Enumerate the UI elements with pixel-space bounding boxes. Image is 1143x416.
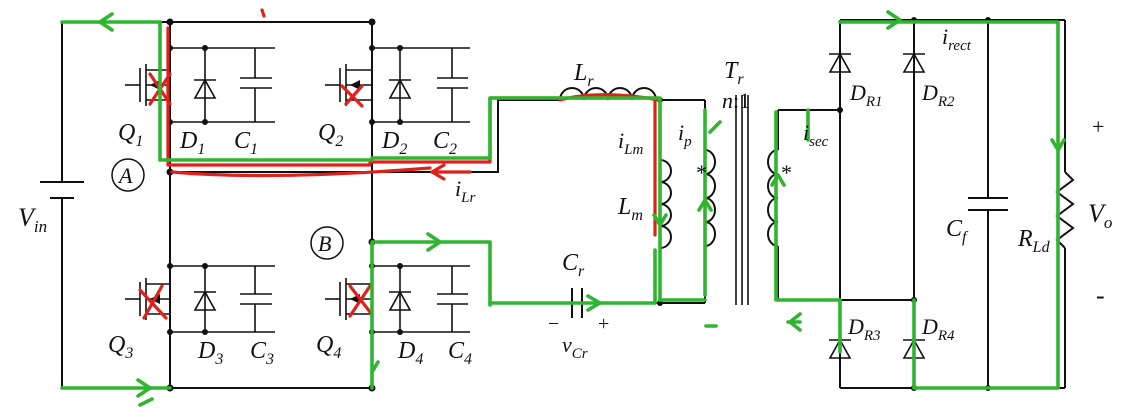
turns-ratio-label: n:1 — [722, 88, 750, 113]
secondary-winding — [767, 149, 779, 247]
red-cross-q4 — [348, 284, 372, 318]
c2-label: C2 — [433, 128, 457, 158]
q4-label: Q4 — [316, 332, 341, 362]
vo-label: Vo — [1088, 199, 1112, 232]
node-b-label: B — [318, 231, 331, 256]
q1-label: Q1 — [118, 120, 143, 150]
lr-inductor — [559, 87, 657, 101]
dr1-label: DR1 — [849, 80, 883, 110]
transformer-core — [735, 95, 749, 305]
c3-label: C3 — [250, 338, 274, 368]
ip-label: ip — [678, 120, 692, 150]
c4-label: C4 — [448, 338, 472, 368]
q3-label: Q3 — [108, 332, 133, 362]
dr2-label: DR2 — [921, 80, 955, 110]
secondary-dot-mark: * — [780, 160, 791, 185]
dr3-label: DR3 — [847, 314, 881, 344]
tr-label: Tr — [724, 58, 744, 88]
dr2-diode — [902, 52, 926, 73]
d4-label: D4 — [397, 338, 423, 368]
isec-label: isec — [803, 120, 829, 150]
d1-label: D1 — [179, 128, 205, 158]
node-b-marker — [310, 226, 344, 260]
q2-label: Q2 — [318, 120, 343, 150]
ilr-label: iLr — [455, 176, 475, 206]
vin-label: Vin — [18, 203, 47, 236]
dr4-label: DR4 — [921, 314, 955, 344]
primary-dot-mark: * — [695, 160, 706, 185]
d2-label: D2 — [381, 128, 407, 158]
irect-label: irect — [942, 24, 972, 54]
output-minus-sign: - — [1096, 281, 1105, 310]
output-plus-sign: + — [1092, 114, 1104, 139]
node-a-marker — [111, 158, 145, 192]
rld-label: RLd — [1017, 226, 1051, 256]
q3-cell — [125, 263, 275, 335]
cr-minus-sign: − — [548, 313, 559, 335]
vcr-label: vCr — [562, 332, 588, 362]
q1-cell — [125, 45, 275, 125]
cf-label: Cf — [946, 216, 969, 246]
red-ilr-arrow — [430, 163, 472, 181]
red-cross-q3 — [138, 284, 168, 320]
cr-plus-sign: + — [598, 313, 609, 335]
lm-label: Lm — [617, 194, 643, 224]
q4-cell — [325, 263, 470, 335]
cf-capacitor — [968, 20, 1008, 388]
green-current-path — [60, 20, 1060, 390]
node-a-wire — [170, 99, 560, 173]
d3-label: D3 — [197, 338, 223, 368]
green-arrows — [98, 10, 1066, 407]
cr-label: Cr — [562, 250, 585, 280]
node-a-label: A — [117, 163, 133, 188]
dr1-diode — [828, 52, 852, 73]
ilm-label: iLm — [618, 128, 643, 158]
q2-cell — [325, 45, 470, 125]
red-cross-q2 — [340, 84, 364, 108]
lr-label: Lr — [573, 60, 594, 90]
c1-label: C1 — [234, 128, 258, 158]
